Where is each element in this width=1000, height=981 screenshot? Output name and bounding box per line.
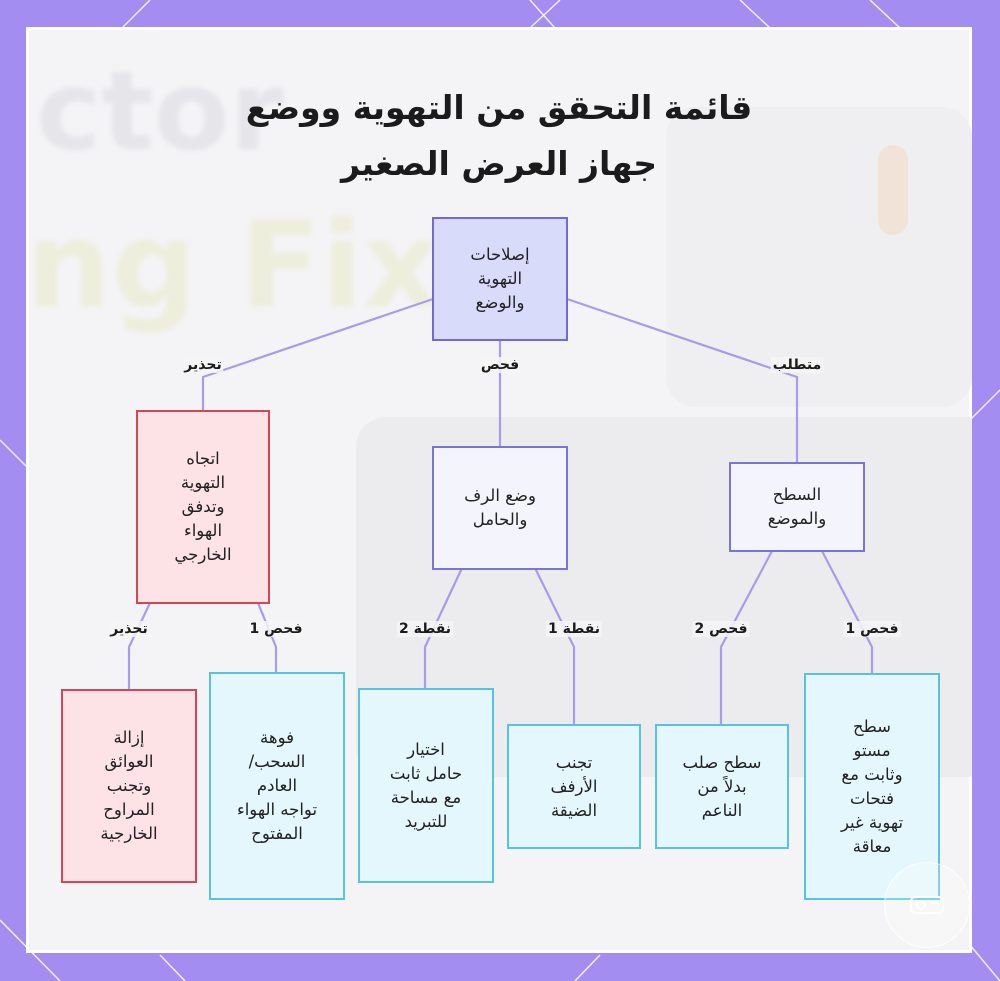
node-vent-open: فوهة السحب/ العادم تواجه الهواء المفتوح xyxy=(209,672,345,900)
node-text-line: للتبريد xyxy=(404,811,448,831)
edge-airflow-remove xyxy=(127,602,151,689)
node-avoid-shelves: تجنب الأرفف الضيقة xyxy=(507,724,641,849)
edge-shelf-avoid xyxy=(534,567,576,724)
edge-label-check2: فحص 2 xyxy=(692,621,750,637)
node-text-line: اختيار xyxy=(407,739,445,759)
edge-label-point1: نقطة 1 xyxy=(545,621,603,637)
node-text-line: الخارجية xyxy=(100,824,158,843)
node-text-line: فتحات xyxy=(849,788,895,808)
node-surface: السطح والموضع xyxy=(729,462,865,552)
node-text-line: الخارجي xyxy=(174,545,232,564)
node-text-line: بدلاً من xyxy=(697,776,747,796)
node-text-line: العادم xyxy=(256,776,298,795)
node-text-line: اتجاه xyxy=(186,449,220,468)
node-text-line: تواجه الهواء xyxy=(236,800,318,819)
node-text-line: معاقة xyxy=(852,836,892,856)
node-text-line: المراوح xyxy=(103,800,155,819)
node-root-line: التهوية xyxy=(477,269,523,288)
node-text-line: سطح صلب xyxy=(682,752,762,772)
edge-root-airflow xyxy=(201,297,434,410)
node-text-line: مستو xyxy=(853,740,891,760)
title-line-2: جهاز العرض الصغير xyxy=(340,144,658,183)
node-text-line: سطح xyxy=(852,716,891,736)
node-text-line: الناعم xyxy=(701,800,743,820)
edge-label-requires: متطلب xyxy=(770,357,824,373)
node-shelf: وضع الرف والحامل xyxy=(432,446,568,570)
edge-surface-flat xyxy=(821,550,874,673)
node-remove-obstacles: إزالة العوائق وتجنب المراوح الخارجية xyxy=(61,689,197,883)
edge-label-point2: نقطة 2 xyxy=(396,621,454,637)
edge-label-check1-surface: فحص 1 xyxy=(843,621,901,637)
node-text-line: إزالة xyxy=(113,728,145,747)
node-text-line: التهوية xyxy=(180,473,226,492)
node-text-line: والموضع xyxy=(767,509,827,528)
edge-root-surface xyxy=(566,297,799,462)
diagram-title: قائمة التحقق من التهوية ووضع جهاز العرض … xyxy=(26,80,972,192)
node-airflow-warning: اتجاه التهوية وتدفق الهواء الخارجي xyxy=(136,410,270,604)
node-text-line: وثابت مع xyxy=(841,764,903,784)
node-text-line: السحب/ xyxy=(248,752,306,771)
edge-label-warning: تحذير xyxy=(182,357,224,373)
node-text-line: الأرفف xyxy=(550,776,598,796)
node-text-line: الضيقة xyxy=(550,800,598,820)
edge-airflow-vent xyxy=(256,602,278,672)
node-text-line: الهواء xyxy=(183,521,223,540)
node-stable-mount: اختيار حامل ثابت مع مساحة للتبريد xyxy=(358,688,494,883)
node-text-line: فوهة xyxy=(260,728,294,747)
node-text-line: وتجنب xyxy=(106,776,152,795)
watermark-badge xyxy=(884,862,970,948)
node-text-line: المفتوح xyxy=(251,824,303,843)
node-text-line: وضع الرف xyxy=(464,486,536,505)
edge-shelf-stable xyxy=(423,567,463,688)
node-text-line: تهوية غير xyxy=(840,812,904,832)
node-hard-surface: سطح صلب بدلاً من الناعم xyxy=(655,724,789,849)
node-text-line: العوائق xyxy=(104,752,154,771)
edge-label-check1-airflow: فحص 1 xyxy=(247,621,305,637)
node-text-line: مع مساحة xyxy=(390,787,462,807)
node-root: إصلاحات التهوية والوضع xyxy=(432,217,568,341)
title-line-1: قائمة التحقق من التهوية ووضع xyxy=(245,88,753,127)
node-text-line: حامل ثابت xyxy=(389,763,463,783)
node-text-line: وتدفق xyxy=(181,497,225,516)
node-root-line: والوضع xyxy=(475,293,525,312)
edge-surface-hard xyxy=(719,550,773,724)
node-root-line: إصلاحات xyxy=(470,245,530,264)
edge-label-check: فحص xyxy=(478,357,522,373)
projector-icon xyxy=(910,896,944,914)
node-text-line: السطح xyxy=(772,485,822,504)
node-text-line: تجنب xyxy=(555,752,593,772)
node-text-line: والحامل xyxy=(472,510,528,529)
edge-label-warning-leaf: تحذير xyxy=(108,621,150,637)
